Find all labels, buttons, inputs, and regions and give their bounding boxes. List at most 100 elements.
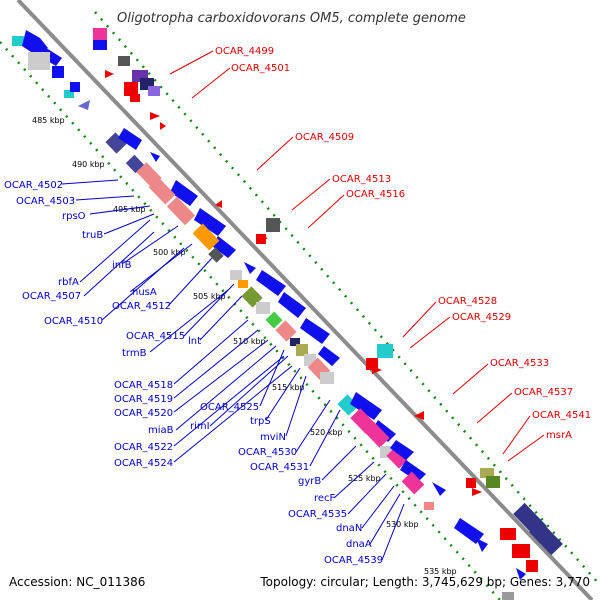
gene-label[interactable]: OCAR_4499 — [215, 46, 274, 57]
feature-navy — [529, 520, 563, 556]
gene-label[interactable]: infB — [112, 260, 132, 271]
gene-label[interactable]: OCAR_4515 — [126, 331, 185, 342]
tick-label: 525 kbp — [348, 474, 381, 483]
gene-label[interactable]: OCAR_4512 — [112, 301, 171, 312]
gene-label[interactable]: OCAR_4518 — [114, 380, 173, 391]
gene-label[interactable]: miaB — [148, 425, 174, 436]
gene-label[interactable]: OCAR_4516 — [346, 189, 405, 200]
tick-label: 490 kbp — [72, 160, 105, 169]
genome-backbone — [16, 0, 594, 600]
feature-blue — [52, 66, 64, 78]
tick-label: 485 kbp — [32, 116, 65, 125]
feature-pink — [401, 471, 425, 495]
gene-label[interactable]: OCAR_4522 — [114, 442, 173, 453]
feature-blue-arrow — [118, 128, 142, 150]
feature-red-arrow — [150, 112, 160, 120]
accession-text: Accession: NC_011386 — [9, 575, 145, 589]
feature-red-arrow — [414, 411, 424, 420]
gene-label[interactable]: OCAR_4503 — [16, 196, 75, 207]
feature-pink — [93, 28, 107, 40]
feature-navy — [290, 338, 300, 346]
gene-label[interactable]: OCAR_4531 — [250, 462, 309, 473]
feature-lavender — [148, 86, 160, 96]
tick-label: 510 kbp — [233, 337, 266, 346]
genome-summary: Topology: circular; Length: 3,745,629 bp… — [259, 575, 590, 589]
gene-label[interactable]: OCAR_4530 — [238, 447, 297, 458]
gene-label[interactable]: trmB — [122, 348, 147, 359]
gene-label[interactable]: OCAR_4510 — [44, 316, 103, 327]
gene-label[interactable]: OCAR_4507 — [22, 291, 81, 302]
gene-label[interactable]: trpS — [250, 416, 271, 427]
feature-red — [256, 234, 266, 244]
feature-navy — [125, 154, 145, 174]
feature-blue-arrow — [454, 518, 484, 544]
feature-red — [124, 82, 138, 96]
gene-label[interactable]: OCAR_4524 — [114, 458, 173, 469]
feature-blue-arrow — [432, 482, 446, 496]
feature-cyan — [64, 90, 74, 98]
feature-cyan — [12, 36, 24, 46]
gene-label[interactable]: mviN — [260, 432, 286, 443]
reverse-leaders — [61, 179, 405, 561]
feature-salmon — [424, 502, 434, 510]
feature-green — [265, 311, 283, 329]
gene-label[interactable]: recF — [314, 493, 336, 504]
reverse-labels: OCAR_4502 OCAR_4503 rpsO truB infB rbfA … — [4, 180, 383, 566]
feature-olive — [480, 468, 494, 478]
feature-blue — [93, 40, 107, 50]
tick-label: 520 kbp — [310, 428, 343, 437]
feature-blue-arrow — [244, 262, 256, 274]
tick-label: 500 kbp — [153, 248, 186, 257]
gene-label[interactable]: nusA — [132, 287, 157, 298]
gene-label[interactable]: rpsO — [62, 211, 86, 222]
feature-lightgray — [256, 302, 270, 314]
gene-label[interactable]: OCAR_4529 — [452, 312, 511, 323]
gene-label[interactable]: OCAR_4528 — [438, 296, 497, 307]
feature-blue-arrow — [476, 538, 488, 552]
gene-label[interactable]: rimI — [190, 421, 210, 432]
gene-label[interactable]: gyrB — [298, 476, 321, 487]
feature-cyan — [377, 344, 393, 358]
gene-label[interactable]: OCAR_4535 — [288, 509, 347, 520]
gene-label[interactable]: OCAR_4501 — [231, 63, 290, 74]
gene-label[interactable]: lnt — [188, 336, 201, 347]
tick-label: 515 kbp — [272, 383, 305, 392]
gene-label[interactable]: OCAR_4541 — [532, 410, 591, 421]
gene-label[interactable]: msrA — [546, 430, 572, 441]
feature-gray — [118, 56, 130, 66]
gene-label[interactable]: OCAR_4525 — [200, 402, 259, 413]
feature-blue-arrow — [194, 208, 226, 236]
gene-label[interactable]: truB — [82, 230, 103, 241]
feature-red-arrow — [472, 488, 482, 496]
feature-salmon — [275, 320, 297, 342]
gc-track-outer — [94, 11, 600, 586]
feature-red — [466, 478, 476, 488]
feature-red-arrow — [105, 70, 114, 78]
feature-blue-arrow — [300, 318, 330, 344]
feature-red — [526, 560, 538, 572]
gene-label[interactable]: rbfA — [58, 277, 79, 288]
feature-blue-arrow — [372, 420, 396, 442]
tick-label: 530 kbp — [386, 520, 419, 529]
gene-label[interactable]: OCAR_4539 — [324, 555, 383, 566]
feature-blue-arrow — [170, 180, 198, 206]
gene-label[interactable]: OCAR_4509 — [295, 132, 354, 143]
feature-olive — [296, 344, 308, 356]
feature-red-arrow — [160, 122, 166, 130]
gene-label[interactable]: OCAR_4502 — [4, 180, 63, 191]
feature-blue-arrow — [516, 568, 526, 580]
forward-labels: OCAR_4499 OCAR_4501 OCAR_4509 OCAR_4513 … — [215, 46, 591, 441]
gene-label[interactable]: OCAR_4519 — [114, 394, 173, 405]
gene-label[interactable]: OCAR_4537 — [514, 387, 573, 398]
gene-label[interactable]: OCAR_4533 — [490, 358, 549, 369]
gene-label[interactable]: dnaA — [346, 539, 372, 550]
feature-green — [486, 476, 500, 488]
gene-label[interactable]: dnaN — [336, 523, 362, 534]
feature-lightgray — [320, 372, 334, 384]
feature-blue-arrow — [318, 346, 340, 366]
feature-teal — [337, 394, 359, 416]
feature-blue-arrow — [278, 292, 306, 318]
gene-label[interactable]: OCAR_4520 — [114, 408, 173, 419]
gene-label[interactable]: OCAR_4513 — [332, 174, 391, 185]
